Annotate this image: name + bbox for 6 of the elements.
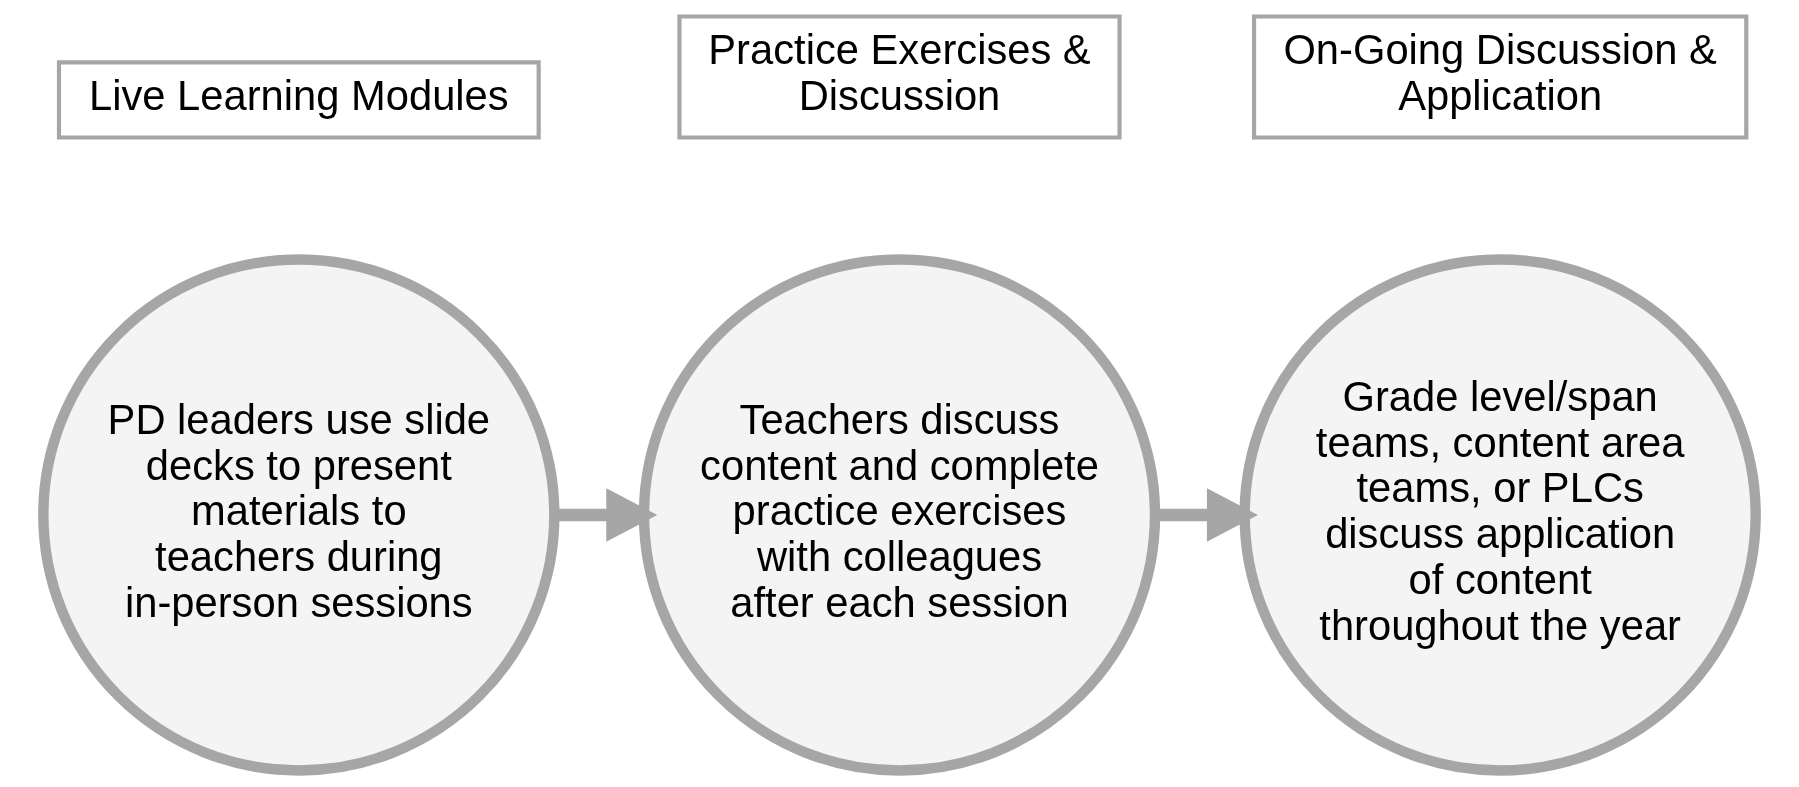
node-box: On-Going Discussion & Application xyxy=(1251,14,1749,140)
node-circle: Grade level/span teams, content area teams, or PLCs discuss application of content throughout the year xyxy=(1239,254,1761,776)
node-box: Practice Exercises & Discussion xyxy=(677,14,1122,140)
node-circle: PD leaders use slide decks to present materials to teachers during in-person sessions xyxy=(38,254,560,776)
node-box: Live Learning Modules xyxy=(56,60,541,140)
node-circle: Teachers discuss content and complete practice exercises with colleagues after each session xyxy=(638,254,1161,776)
